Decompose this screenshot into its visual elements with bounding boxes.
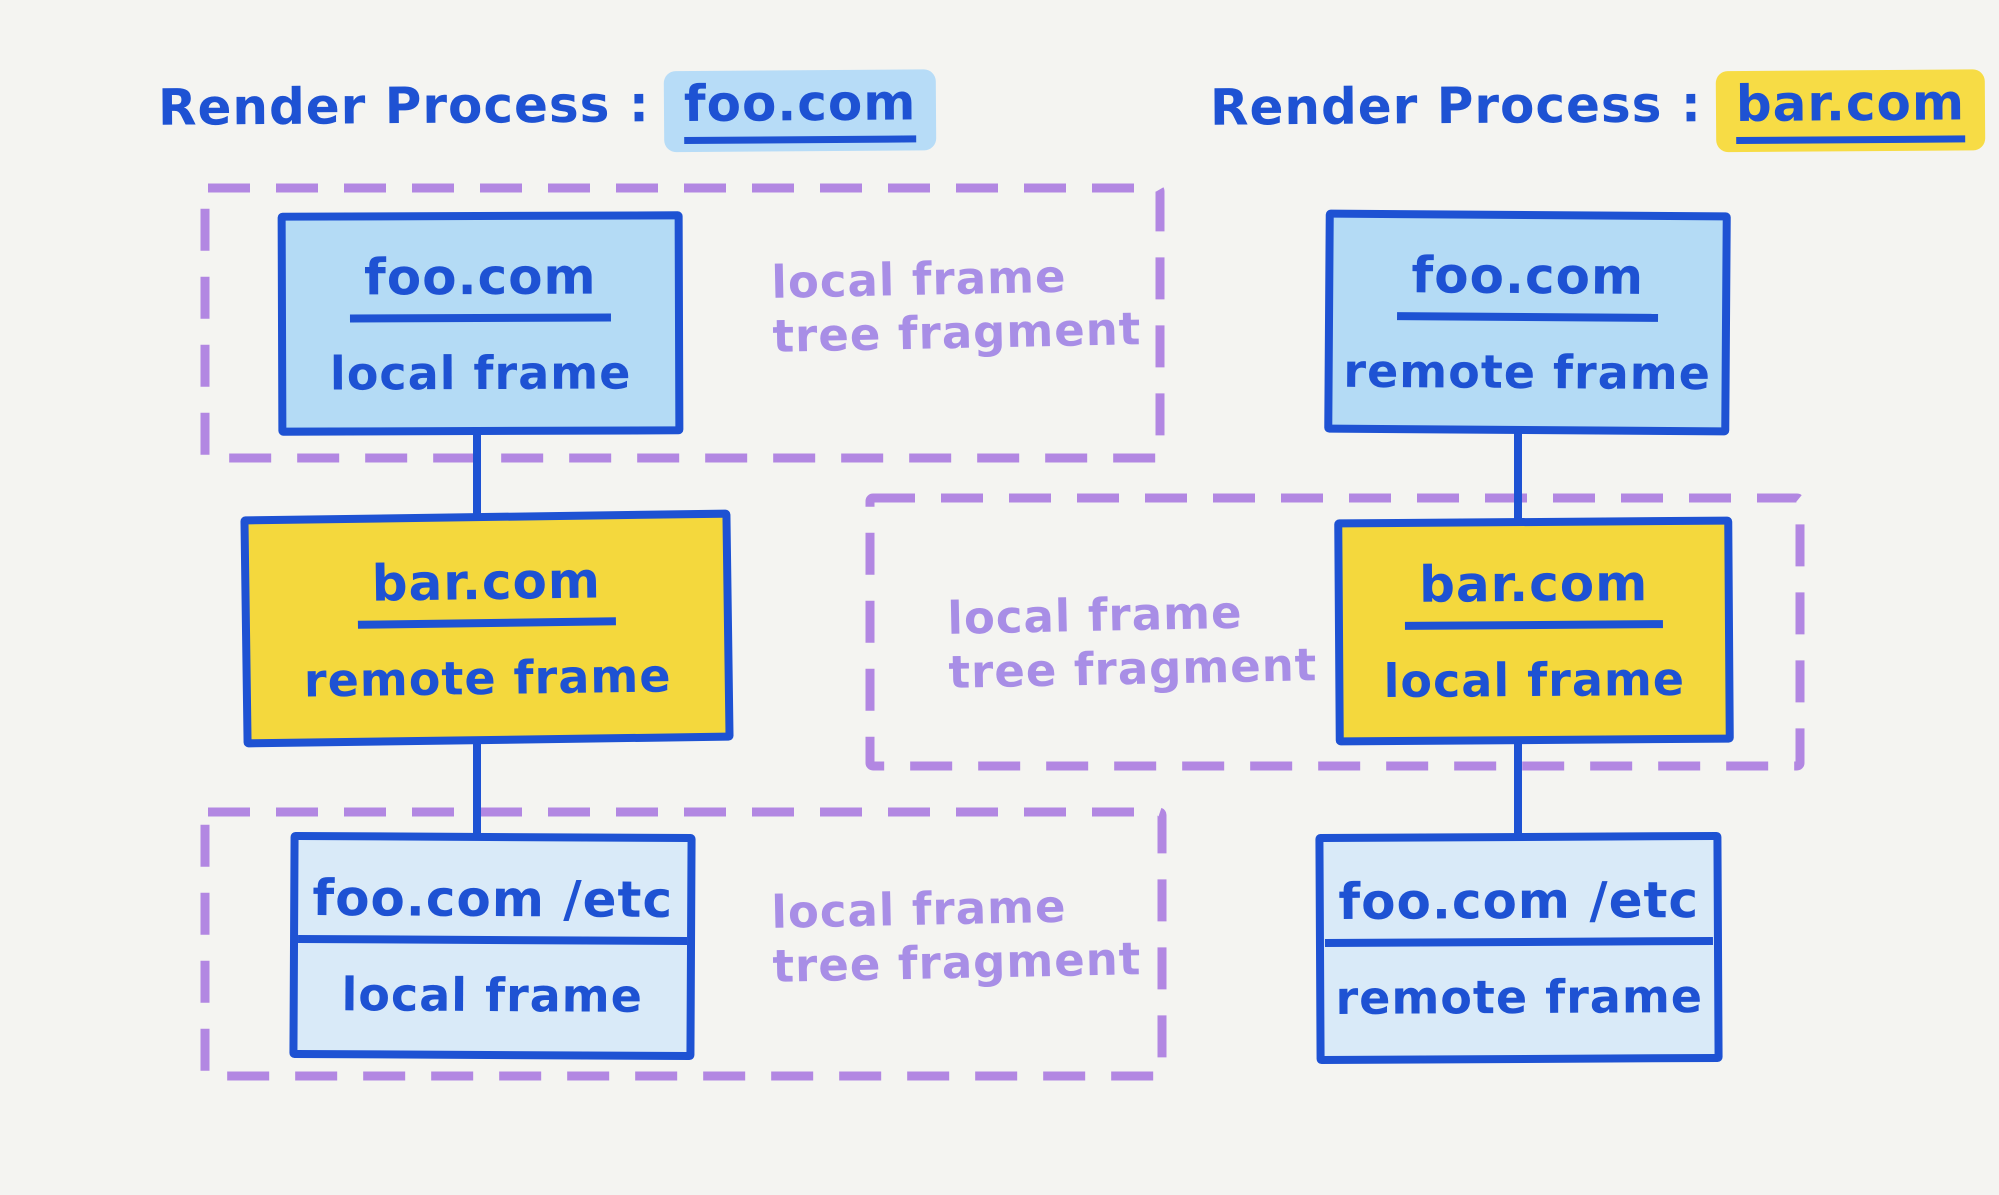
title-domain-foo: foo.com	[683, 73, 917, 145]
title-prefix: Render Process :	[1209, 75, 1703, 137]
frame-domain: foo.com	[349, 247, 611, 322]
fragment-label-1: local frame tree fragment	[771, 248, 1142, 364]
frame-node-bar-local: bar.com local frame	[1334, 516, 1734, 746]
frame-node-fooetc-local: foo.com /etc local frame	[289, 831, 696, 1061]
render-process-title-bar: Render Process : bar.com	[1210, 69, 1986, 155]
connector-left-1	[473, 425, 481, 525]
frame-node-bar-remote: bar.com remote frame	[240, 509, 734, 748]
frame-domain: foo.com /etc	[298, 868, 688, 946]
fragment-label-line1: local frame	[946, 585, 1243, 645]
title-domain-highlight-foo: foo.com	[663, 69, 937, 153]
frame-type: local frame	[1383, 651, 1686, 709]
title-domain-highlight-bar: bar.com	[1715, 69, 1986, 153]
frame-type: remote frame	[1335, 969, 1704, 1025]
fragment-label-2: local frame tree fragment	[771, 878, 1142, 994]
fragment-label-line1: local frame	[770, 249, 1067, 309]
frame-type: remote frame	[1343, 343, 1712, 400]
frame-domain: foo.com	[1397, 245, 1659, 322]
fragment-label-3: local frame tree fragment	[947, 584, 1318, 700]
dashed-border	[865, 493, 1805, 771]
fragment-label-line1: local frame	[770, 879, 1067, 939]
fragment-label-line2: tree fragment	[772, 302, 1142, 363]
fragment-label-line2: tree fragment	[772, 932, 1142, 993]
frame-type: local frame	[329, 344, 632, 401]
local-frame-tree-fragment-region-3	[865, 493, 1805, 771]
frame-type: local frame	[341, 967, 644, 1023]
fragment-label-line2: tree fragment	[948, 638, 1318, 699]
connector-right-1	[1514, 425, 1522, 527]
frame-type: remote frame	[303, 647, 672, 708]
render-process-title-foo: Render Process : foo.com	[158, 69, 937, 155]
frame-domain: bar.com	[1404, 554, 1663, 630]
connector-left-2	[473, 732, 481, 842]
frame-node-fooetc-remote: foo.com /etc remote frame	[1315, 831, 1723, 1065]
connector-right-2	[1514, 732, 1522, 842]
title-domain-bar: bar.com	[1735, 73, 1966, 145]
frame-node-foo-remote: foo.com remote frame	[1324, 209, 1731, 436]
title-prefix: Render Process :	[157, 75, 651, 137]
frame-domain: bar.com	[357, 550, 616, 629]
frame-domain: foo.com /etc	[1324, 870, 1714, 948]
frame-node-foo-local: foo.com local frame	[277, 211, 684, 436]
